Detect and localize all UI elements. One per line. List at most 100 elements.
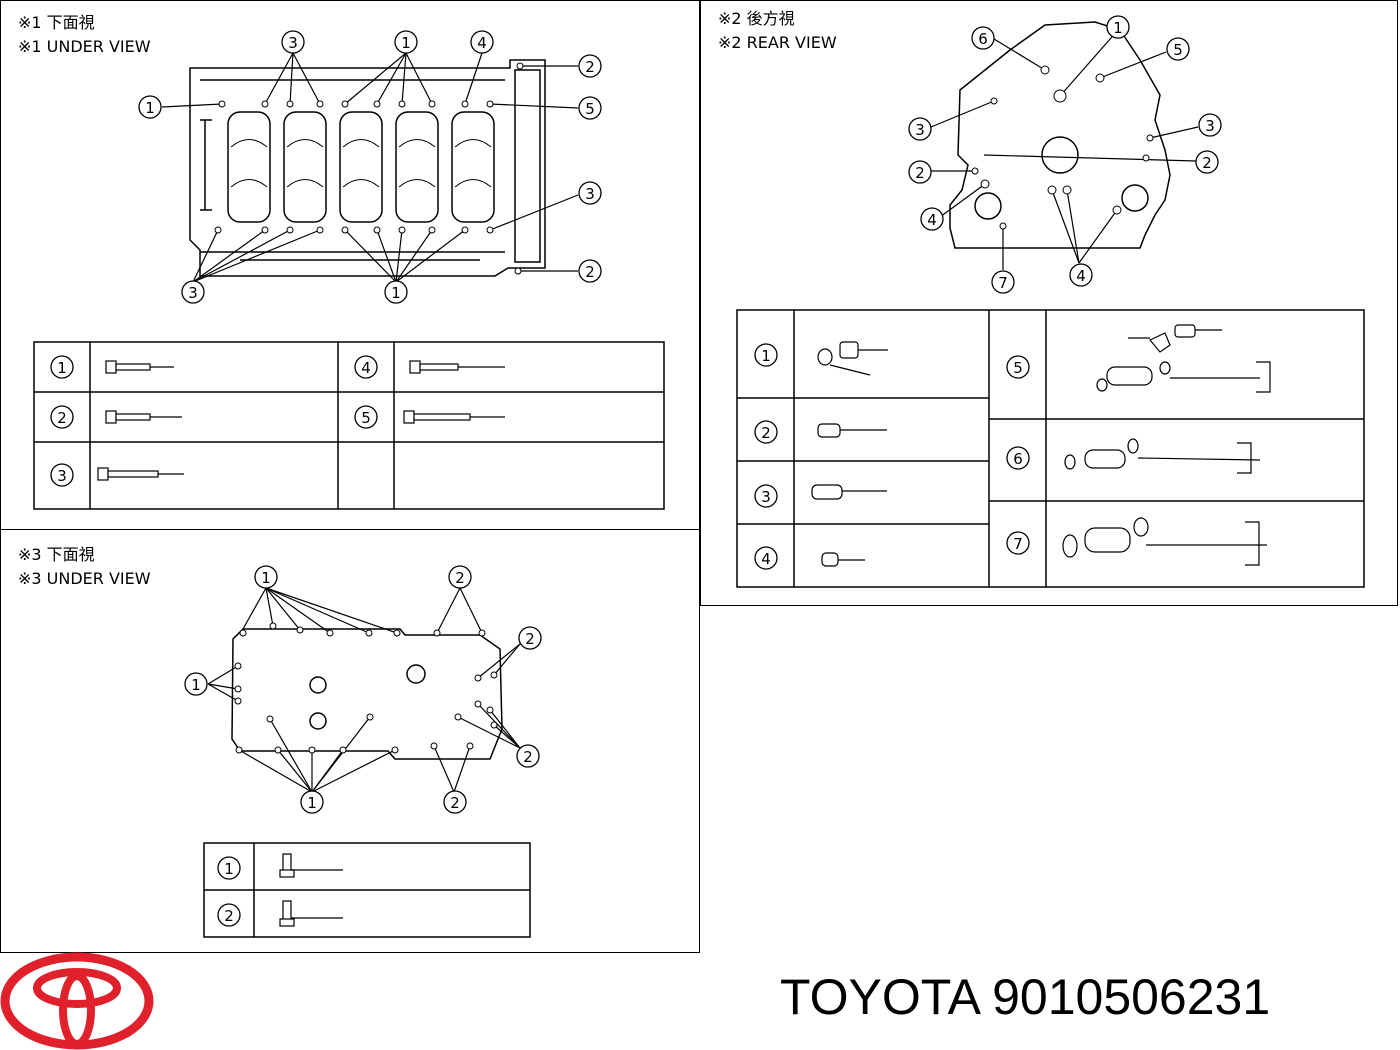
callout-1-icon: 1 bbox=[754, 343, 778, 367]
callout-6-icon: 6 bbox=[1006, 446, 1030, 470]
section1-title-en: ※1 UNDER VIEW bbox=[18, 37, 151, 56]
callout-1-icon: 1 bbox=[50, 355, 74, 379]
svg-text:2: 2 bbox=[761, 424, 771, 442]
callout-3-icon: 3 bbox=[754, 484, 778, 508]
brand-part-number: TOYOTA 9010506231 bbox=[780, 969, 1271, 1025]
svg-text:5: 5 bbox=[1013, 359, 1023, 377]
callout-2-icon: 2 bbox=[217, 903, 241, 927]
callout-1-icon: 1 bbox=[217, 856, 241, 880]
svg-text:5: 5 bbox=[585, 100, 595, 118]
straight-pin-icon bbox=[817, 423, 887, 438]
rear-view-2-diagram: 6 1 5 3 3 2 2 4 7 4 1 2 3 4 5 6 7 bbox=[736, 15, 1365, 588]
callout-4-icon: 4 bbox=[470, 30, 494, 54]
toyota-logo bbox=[0, 952, 154, 1050]
callout-1-icon: 1 bbox=[384, 280, 408, 304]
svg-text:4: 4 bbox=[761, 550, 771, 568]
callout-2-icon: 2 bbox=[578, 54, 602, 78]
panel-under-view-3 bbox=[0, 529, 700, 953]
callout-2-icon: 2 bbox=[448, 565, 472, 589]
engine-rear-outline bbox=[949, 21, 1171, 249]
callout-1-icon: 1 bbox=[394, 30, 418, 54]
callout-5-icon: 5 bbox=[1006, 355, 1030, 379]
callout-2-icon: 2 bbox=[908, 160, 932, 184]
callout-7-icon: 7 bbox=[1006, 531, 1030, 555]
leader-lines-2 bbox=[930, 29, 1199, 270]
section3-title-en: ※3 UNDER VIEW bbox=[18, 569, 151, 588]
svg-text:6: 6 bbox=[978, 30, 988, 48]
bolt-table-1 bbox=[33, 341, 665, 510]
section2-title-en: ※2 REAR VIEW bbox=[718, 33, 837, 52]
svg-text:2: 2 bbox=[57, 409, 67, 427]
svg-text:2: 2 bbox=[455, 569, 465, 587]
svg-text:4: 4 bbox=[361, 359, 371, 377]
straight-pin-icon bbox=[811, 484, 887, 500]
under-view-3-diagram: 1 2 1 2 2 1 2 1 2 bbox=[184, 565, 542, 938]
callout-3-icon: 3 bbox=[578, 181, 602, 205]
callout-group-2: 6 1 5 3 3 2 2 4 7 4 bbox=[908, 15, 1222, 294]
svg-text:3: 3 bbox=[585, 185, 595, 203]
callout-4-icon: 4 bbox=[1069, 263, 1093, 287]
svg-text:2: 2 bbox=[525, 630, 535, 648]
bolt-icon bbox=[97, 467, 184, 481]
svg-text:2: 2 bbox=[1202, 154, 1212, 172]
svg-text:1: 1 bbox=[391, 284, 401, 302]
cylinder-block-outline bbox=[189, 59, 546, 277]
svg-text:3: 3 bbox=[1205, 117, 1215, 135]
plug-icons-table2 bbox=[811, 324, 1267, 567]
callout-2-icon: 2 bbox=[50, 405, 74, 429]
callout-3-icon: 3 bbox=[1198, 113, 1222, 137]
check-valve-icon bbox=[1064, 438, 1261, 470]
callout-5-icon: 5 bbox=[1166, 37, 1190, 61]
svg-text:1: 1 bbox=[261, 569, 271, 587]
spec-brackets-2 bbox=[1237, 361, 1271, 566]
plug-table-2 bbox=[736, 309, 1365, 588]
callout-7-icon: 7 bbox=[991, 270, 1015, 294]
svg-text:3: 3 bbox=[915, 121, 925, 139]
stud-bolt-icon bbox=[279, 853, 343, 878]
bolt-holes-3 bbox=[234, 622, 498, 754]
svg-text:1: 1 bbox=[761, 347, 771, 365]
oil-pan-outline bbox=[231, 628, 503, 760]
callout-5-icon: 5 bbox=[578, 96, 602, 120]
callout-group-3: 1 2 1 2 2 1 2 bbox=[184, 565, 542, 814]
svg-text:5: 5 bbox=[361, 409, 371, 427]
bolt-holes-2 bbox=[971, 65, 1154, 230]
section2-title-jp: ※2 後方視 bbox=[718, 9, 795, 28]
callout-2-icon: 2 bbox=[443, 790, 467, 814]
bolt-icon bbox=[105, 360, 174, 374]
bolt-icon bbox=[409, 360, 505, 374]
svg-text:2: 2 bbox=[585, 263, 595, 281]
callout-4-icon: 4 bbox=[354, 355, 378, 379]
callout-4-icon: 4 bbox=[920, 207, 944, 231]
callout-2-icon: 2 bbox=[754, 420, 778, 444]
svg-text:6: 6 bbox=[1013, 450, 1023, 468]
bolt-icon bbox=[403, 410, 505, 424]
svg-text:2: 2 bbox=[523, 748, 533, 766]
callout-group-1: 3 1 4 1 2 5 3 2 3 1 bbox=[138, 30, 602, 304]
svg-text:4: 4 bbox=[927, 211, 937, 229]
svg-text:3: 3 bbox=[288, 34, 298, 52]
check-valve-large-icon bbox=[1062, 517, 1267, 558]
leader-lines-3 bbox=[207, 587, 521, 793]
svg-text:3: 3 bbox=[57, 467, 67, 485]
callout-2-icon: 2 bbox=[518, 626, 542, 650]
svg-text:2: 2 bbox=[585, 58, 595, 76]
callout-3-icon: 3 bbox=[908, 117, 932, 141]
svg-text:2: 2 bbox=[224, 907, 234, 925]
svg-text:3: 3 bbox=[188, 284, 198, 302]
svg-text:1: 1 bbox=[1113, 19, 1123, 37]
panel-rear-view-2 bbox=[700, 0, 1398, 606]
table3-callouts: 1 2 bbox=[217, 856, 241, 927]
callout-6-icon: 6 bbox=[971, 26, 995, 50]
table1-callouts: 1 2 3 4 5 bbox=[50, 355, 378, 487]
bolt-icons-table1 bbox=[97, 360, 505, 481]
stud-icons-table3 bbox=[279, 853, 343, 927]
callout-2-icon: 2 bbox=[578, 259, 602, 283]
short-pin-icon bbox=[821, 552, 865, 567]
callout-1-icon: 1 bbox=[300, 790, 324, 814]
svg-text:5: 5 bbox=[1173, 41, 1183, 59]
svg-text:4: 4 bbox=[1076, 267, 1086, 285]
svg-text:1: 1 bbox=[307, 794, 317, 812]
callout-3-icon: 3 bbox=[50, 463, 74, 487]
callout-4-icon: 4 bbox=[754, 546, 778, 570]
